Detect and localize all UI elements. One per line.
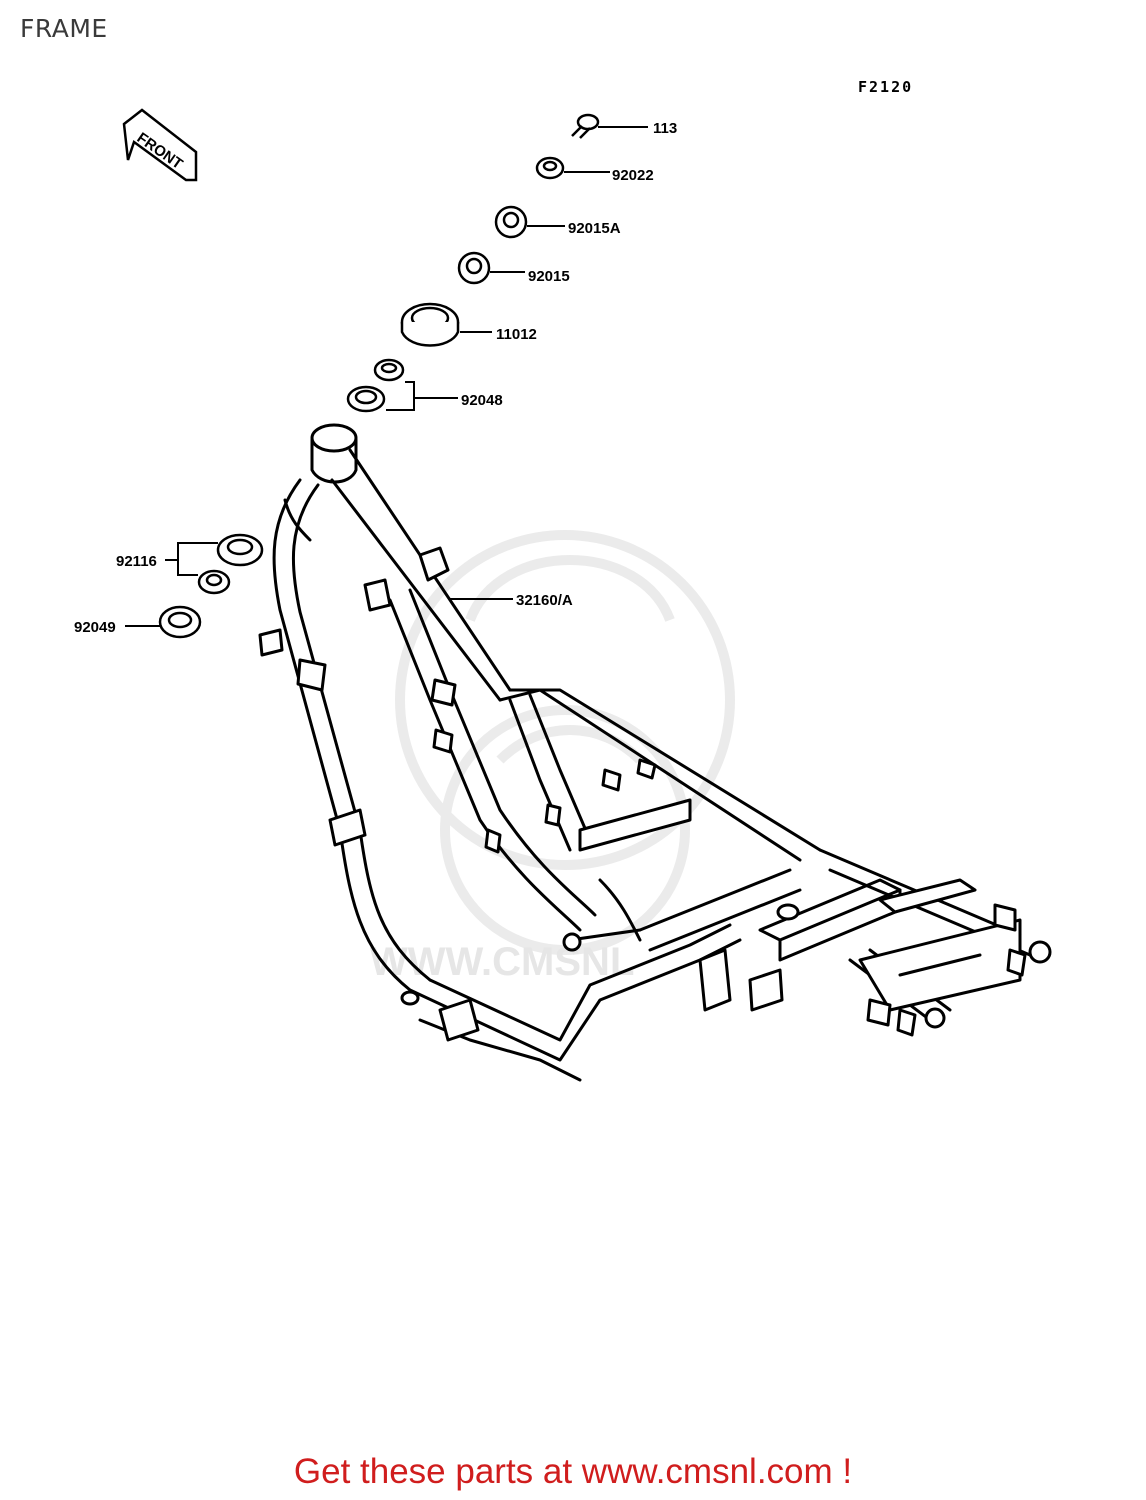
part-label-92015: 92015 bbox=[528, 268, 570, 285]
page-title: FRAME bbox=[20, 14, 108, 43]
part-label-92116: 92116 bbox=[116, 553, 157, 570]
part-label-32160A: 32160/A bbox=[516, 592, 573, 609]
part-label-92022: 92022 bbox=[612, 167, 654, 184]
diagram-code: F2120 bbox=[858, 78, 913, 96]
part-label-92048: 92048 bbox=[461, 392, 503, 409]
part-label-113: 113 bbox=[653, 120, 677, 137]
promo-link[interactable]: Get these parts at www.cmsnl.com ! bbox=[293, 1452, 853, 1491]
part-label-11012: 11012 bbox=[496, 326, 537, 343]
watermark-text: WWW.CMSNL bbox=[370, 940, 634, 984]
seal-92049 bbox=[158, 605, 202, 639]
bearing-92116 bbox=[197, 533, 264, 595]
bolt-113 bbox=[571, 113, 600, 139]
cap-11012 bbox=[400, 302, 460, 347]
washer-92022 bbox=[535, 156, 565, 180]
nut-92015A bbox=[494, 205, 528, 239]
frame-32160A bbox=[258, 423, 1052, 1082]
watermark-logo bbox=[395, 530, 735, 955]
part-label-92049: 92049 bbox=[74, 619, 116, 636]
bearing-92048 bbox=[346, 358, 405, 413]
front-arrow-icon: FRONT bbox=[122, 108, 198, 182]
nut-92015 bbox=[457, 251, 491, 285]
part-label-92015A: 92015A bbox=[568, 220, 621, 237]
